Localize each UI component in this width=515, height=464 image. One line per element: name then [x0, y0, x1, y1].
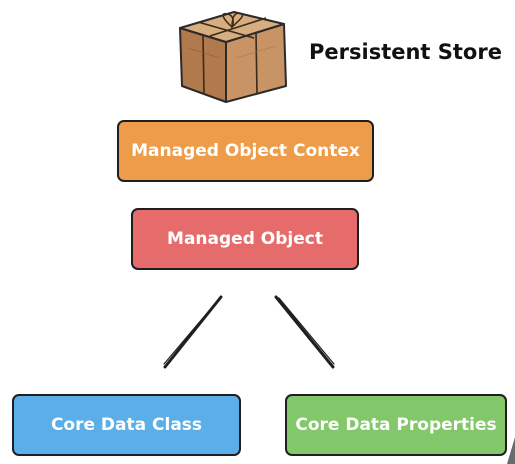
core-data-properties-label: Core Data Properties [295, 415, 497, 435]
managed-object-box: Managed Object [131, 208, 359, 270]
persistent-store-label: Persistent Store [309, 40, 502, 64]
core-data-class-label: Core Data Class [50, 415, 203, 435]
connector-right [274, 295, 335, 369]
managed-object-context-label: Managed Object Contex [131, 141, 360, 161]
managed-object-label: Managed Object [167, 229, 323, 249]
managed-object-context-box: Managed Object Contex [117, 120, 374, 182]
package-icon [179, 11, 287, 103]
connector-left [163, 295, 223, 369]
core-data-class-box: Core Data Class [12, 394, 241, 456]
core-data-properties-box: Core Data Properties [285, 394, 507, 456]
corner-shadow [507, 437, 515, 464]
